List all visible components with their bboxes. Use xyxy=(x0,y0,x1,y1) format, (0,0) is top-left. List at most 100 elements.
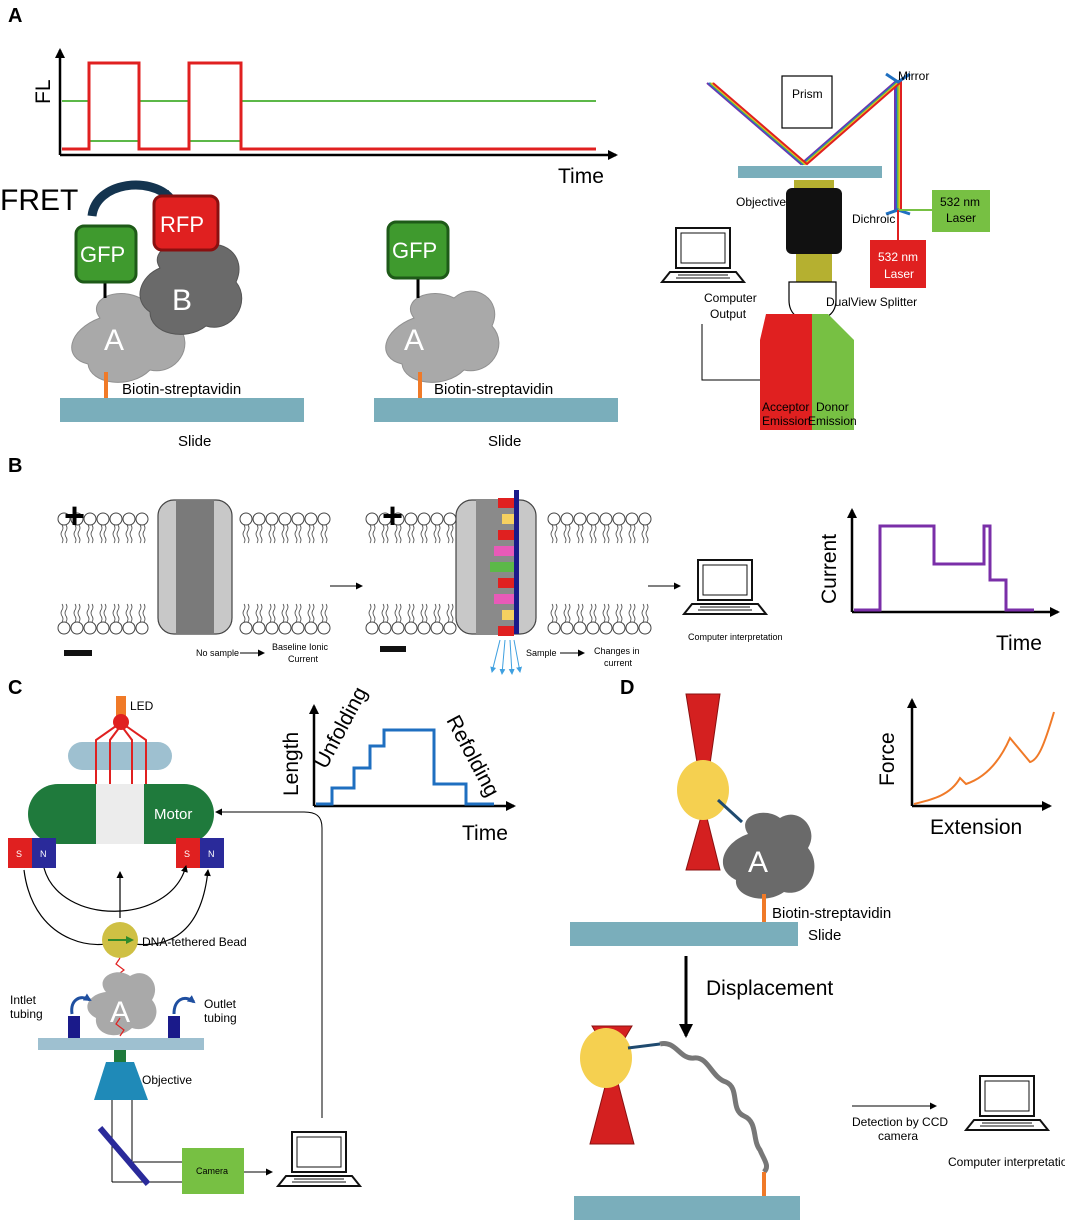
lipid-head-bottom xyxy=(365,603,379,635)
computer-interpretation-d: Computer interpretation xyxy=(948,1155,1065,1169)
objective-label: Objective xyxy=(736,195,786,209)
lipid-head-top xyxy=(239,512,253,544)
lipid-head-bottom xyxy=(391,603,405,635)
baseline-line1: Baseline Ionic xyxy=(272,642,329,652)
lipid-head-top xyxy=(547,512,561,544)
length-trace xyxy=(316,728,494,806)
objective-top xyxy=(794,180,834,188)
unfolded-linker xyxy=(627,1042,661,1050)
changes-line2: current xyxy=(604,658,633,668)
dna-tether-lower xyxy=(115,1017,125,1037)
lipid-head-top xyxy=(560,512,574,544)
laser-red-box xyxy=(870,240,926,288)
changes-line1: Changes in xyxy=(594,646,640,656)
length-time-label: Time xyxy=(462,822,508,845)
panel-label-c: C xyxy=(8,677,22,699)
lipid-head-top xyxy=(417,512,431,544)
laptop-icon-a xyxy=(661,227,745,283)
led-stem xyxy=(116,696,126,716)
bead-label: DNA-tethered Bead xyxy=(142,935,247,949)
lipid-head-bottom xyxy=(57,603,71,635)
force-axis-label: Force xyxy=(876,732,899,786)
slide-d-bottom xyxy=(574,1196,800,1220)
lipid-head-top xyxy=(278,512,292,544)
unfolding-label: Unfolding xyxy=(310,683,372,772)
led-label: LED xyxy=(130,699,154,713)
unfolded-protein-chain xyxy=(659,1041,769,1174)
condenser-lens xyxy=(68,742,172,770)
minus-sign-2 xyxy=(380,646,406,652)
lipid-head-top xyxy=(430,512,444,544)
computer-connection-line xyxy=(701,324,760,381)
protein-a-d-shape xyxy=(722,812,815,899)
lipid-head-top xyxy=(122,512,136,544)
lipid-head-top xyxy=(599,512,613,544)
laser-532-line2: Laser xyxy=(946,211,976,225)
protein-b-label: B xyxy=(172,284,192,317)
lipid-head-top xyxy=(252,512,266,544)
panel-label-b: B xyxy=(8,455,22,477)
biotin-label-d: Biotin-streptavidin xyxy=(772,905,891,922)
acceptor-trace-red xyxy=(62,61,596,151)
gfp2-box xyxy=(386,220,450,280)
time-axis-label: Time xyxy=(558,165,604,188)
lipid-head-bottom xyxy=(573,603,587,635)
motor-label: Motor xyxy=(154,806,192,823)
rainbow-beam xyxy=(706,79,902,210)
laptop-icon-d xyxy=(965,1075,1049,1131)
current-time-label: Time xyxy=(996,632,1042,655)
donor-emission-block xyxy=(812,314,854,430)
optical-trap-bottom xyxy=(574,1025,800,1220)
computer-output-line2: Output xyxy=(710,307,747,321)
camera-box xyxy=(182,1148,244,1194)
lipid-head-top xyxy=(317,512,331,544)
emission-column xyxy=(796,254,832,286)
magnet-right-s-label: S xyxy=(184,849,190,859)
acceptor-label-2: Emission xyxy=(762,414,811,428)
lipid-head-bottom xyxy=(122,603,136,635)
slide-label-d: Slide xyxy=(808,927,841,944)
plus-sign-1: + xyxy=(64,495,85,536)
protein-a-c-label: A xyxy=(110,996,130,1029)
plus-sign-2: + xyxy=(382,495,403,536)
objective-body xyxy=(786,188,842,254)
current-trace xyxy=(854,524,1034,612)
lipid-head-bottom xyxy=(417,603,431,635)
tirf-setup: Prism Mirror Objective DualView Splitter… xyxy=(661,69,990,430)
lipid-head-top xyxy=(586,512,600,544)
lipid-head-top xyxy=(443,512,457,544)
dualview-label: DualView Splitter xyxy=(826,295,917,309)
mirror-icon xyxy=(885,72,911,84)
magnet-right-s xyxy=(176,838,200,868)
gfp2-label: GFP xyxy=(392,238,437,263)
slide-label-1: Slide xyxy=(178,433,211,450)
mirror-c xyxy=(97,1126,151,1186)
objective-c-body xyxy=(94,1062,148,1100)
tirf-slide xyxy=(738,166,882,178)
laser-532-line1: 532 nm xyxy=(940,195,980,209)
no-sample-label: No sample xyxy=(196,648,239,658)
panel-label-a: A xyxy=(8,5,22,27)
outlet-line2: tubing xyxy=(204,1011,237,1025)
flow-cell-slide xyxy=(38,1038,204,1050)
lipid-head-bottom xyxy=(83,603,97,635)
mirror-label: Mirror xyxy=(898,69,929,83)
lipid-head-bottom xyxy=(135,603,149,635)
lipid-head-bottom xyxy=(291,603,305,635)
refolding-label: Refolding xyxy=(442,712,504,801)
feedback-line xyxy=(215,808,323,1118)
protein-a2-label: A xyxy=(404,324,424,357)
acceptor-label-1: Acceptor xyxy=(762,400,809,414)
lipid-head-top xyxy=(291,512,305,544)
slide-label-2: Slide xyxy=(488,433,521,450)
gfp-label: GFP xyxy=(80,242,125,267)
lipid-head-bottom xyxy=(252,603,266,635)
force-extension-plot: Force Extension xyxy=(876,698,1055,839)
lipid-head-bottom xyxy=(239,603,253,635)
inlet-port xyxy=(68,1016,80,1038)
panel-label-d: D xyxy=(620,677,634,699)
laptop-icon-c xyxy=(277,1131,361,1187)
computer-interpretation-b: Computer interpretation xyxy=(688,632,783,642)
protein-a2-shape xyxy=(385,290,500,383)
